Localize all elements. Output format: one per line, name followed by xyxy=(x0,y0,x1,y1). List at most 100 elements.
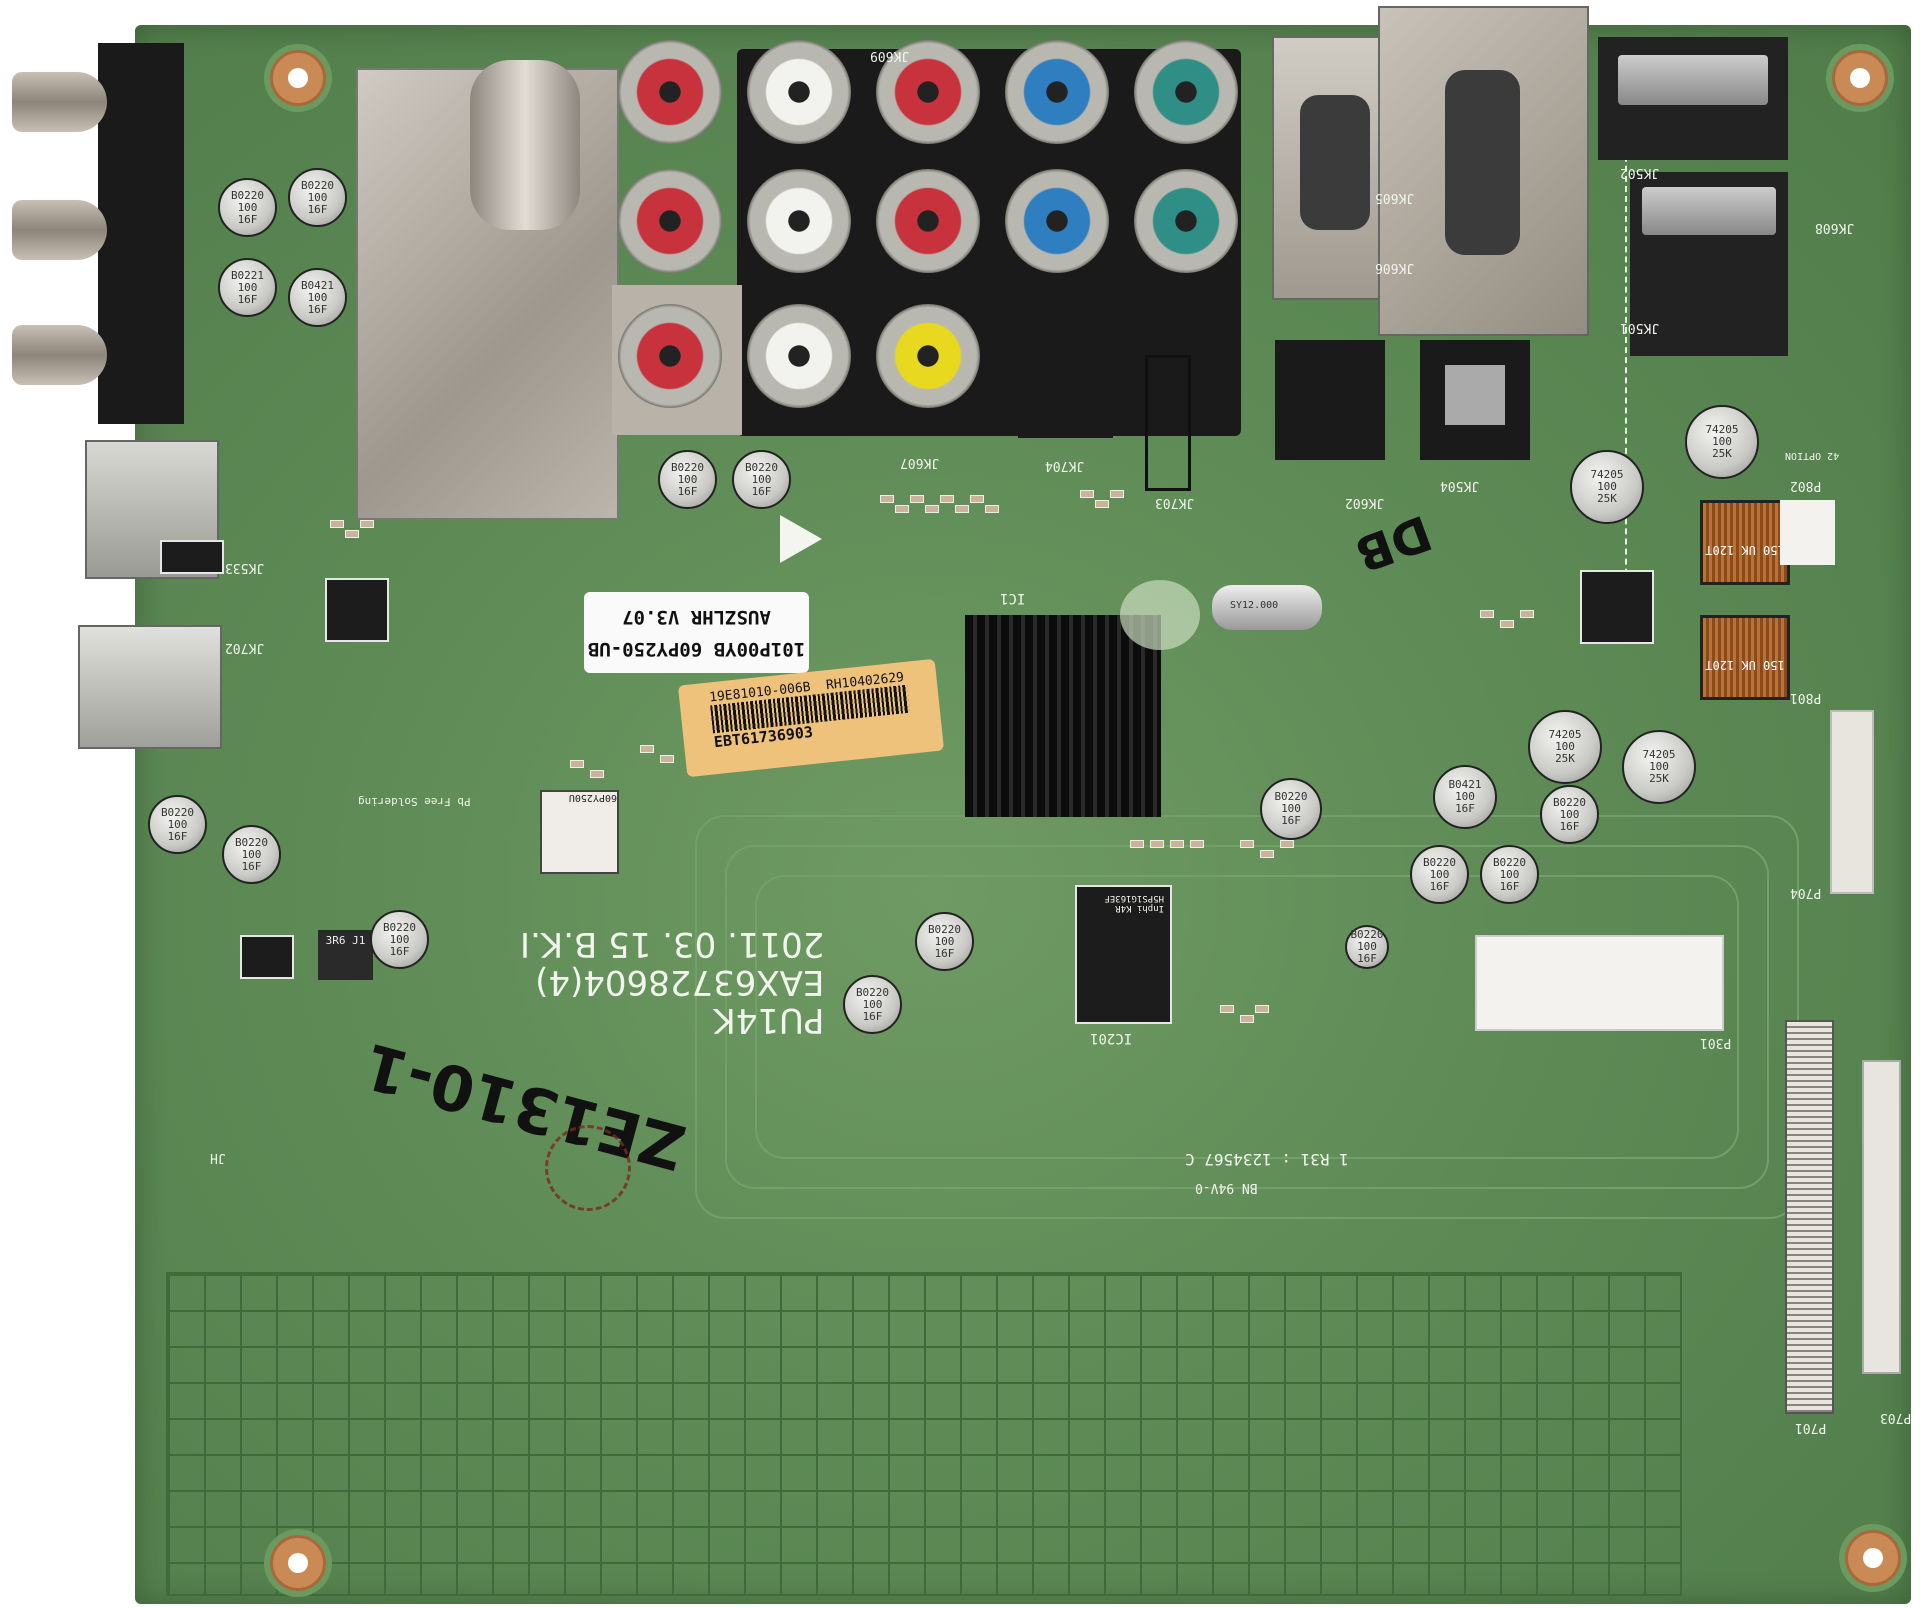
capacitor-marking: 25K xyxy=(1555,752,1575,765)
connector-p703[interactable] xyxy=(1862,1060,1901,1374)
capacitor-marking: 100 xyxy=(1455,790,1475,803)
pcb-ul-mark: BN 94V-0 xyxy=(1195,1180,1258,1195)
usb-port-2[interactable] xyxy=(78,625,222,749)
smd-component xyxy=(1080,490,1094,498)
smd-component xyxy=(880,495,894,503)
rca-jack[interactable] xyxy=(747,304,851,408)
capacitor-marking: 16F xyxy=(1559,819,1580,833)
capacitor-marking: 16F xyxy=(862,1009,883,1023)
mounting-hole xyxy=(1845,1530,1901,1586)
ic201-marking: Inphi K4R H5PS1G163EF xyxy=(1104,893,1164,913)
capacitor-marking: B0220 xyxy=(927,922,962,936)
arrow-marker xyxy=(780,515,822,563)
capacitor-marking: B0421 xyxy=(1448,778,1482,791)
heatsink xyxy=(965,615,1161,817)
ic-chip xyxy=(1580,570,1654,644)
rca-jack[interactable] xyxy=(1134,169,1238,273)
rca-jack[interactable] xyxy=(618,304,722,408)
jack-label: JK608 xyxy=(1815,220,1855,235)
capacitor-marking: 100 xyxy=(751,472,772,486)
connector-label: P802 xyxy=(1790,478,1822,493)
hdmi-port-1[interactable] xyxy=(1598,37,1788,160)
capacitor-marking: 100 xyxy=(237,200,258,214)
jack-label: JK703 xyxy=(1155,495,1195,510)
option-label: 42 OPTION xyxy=(1785,450,1840,461)
rca-jack[interactable] xyxy=(876,304,980,408)
rca-jack[interactable] xyxy=(1005,169,1109,273)
smd-component xyxy=(590,770,604,778)
ic1-label: IC1 xyxy=(1000,590,1026,606)
audio-jack-jk602[interactable] xyxy=(1275,340,1385,460)
optical-jack-jk504[interactable] xyxy=(1420,340,1530,460)
rca-jack[interactable] xyxy=(747,169,851,273)
audio-jack-jk704[interactable] xyxy=(1018,313,1113,438)
smd-component xyxy=(985,505,999,513)
trace-bundle xyxy=(755,875,1739,1159)
ground-grid xyxy=(166,1272,1682,1596)
pcb-code: 1 R31 : 1234567 C xyxy=(1185,1150,1349,1169)
smd-component xyxy=(1480,610,1494,618)
capacitor-marking: B0220 xyxy=(1274,790,1308,803)
smd-component xyxy=(1110,490,1124,498)
power-inductor: 3R6 J1 xyxy=(318,930,373,980)
capacitor-marking: B0220 xyxy=(234,835,269,849)
rca-jack[interactable] xyxy=(747,40,851,144)
smd-component xyxy=(1240,840,1254,848)
white-label-line1: 101P00YB 60PY250-UB xyxy=(587,638,806,660)
jack-label: JK501 xyxy=(1620,320,1660,335)
capacitor-marking: B0220 xyxy=(230,188,265,202)
mounting-hole xyxy=(1832,50,1888,106)
capacitor-marking: 16F xyxy=(1499,879,1520,893)
connector-p701[interactable] xyxy=(1785,1020,1834,1414)
connector-label: JH xyxy=(210,1150,226,1165)
rca-jack[interactable] xyxy=(1005,40,1109,144)
hdmi-port-2[interactable] xyxy=(1630,172,1788,356)
silk-line3: 2011. 03. 15 B.K.I xyxy=(520,924,825,964)
rca-jack[interactable] xyxy=(1134,40,1238,144)
jack-label: JK607 xyxy=(900,455,940,470)
rca-jack[interactable] xyxy=(876,40,980,144)
smd-component xyxy=(1095,500,1109,508)
capacitor-marking: B0220 xyxy=(300,178,335,192)
f-connector[interactable] xyxy=(470,60,580,230)
smd-component xyxy=(330,520,344,528)
rca-jack-left-1[interactable] xyxy=(12,72,107,132)
capacitor-marking: B0421 xyxy=(300,278,335,292)
rca-jack[interactable] xyxy=(876,169,980,273)
capacitor-marking: B0220 xyxy=(855,985,890,999)
connector-p802[interactable] xyxy=(1780,500,1835,565)
capacitor-marking: 100 xyxy=(1357,940,1377,953)
rca-jack[interactable] xyxy=(618,40,722,144)
capacitor-marking: 16F xyxy=(237,212,258,226)
capacitor-marking: B0220 xyxy=(1492,855,1527,869)
db9-socket xyxy=(1445,70,1520,255)
rca-jack-left-3[interactable] xyxy=(12,325,107,385)
jack-label: JK502 xyxy=(1620,165,1660,180)
jack-label: JK605 xyxy=(1375,190,1415,205)
rca-jack-left-2[interactable] xyxy=(12,200,107,260)
capacitor-marking: 74205 xyxy=(1590,468,1624,481)
rca-jack[interactable] xyxy=(618,169,722,273)
eeprom-chip: 60PY250U xyxy=(540,790,619,874)
smd-component xyxy=(1220,1005,1234,1013)
jack-label: JK504 xyxy=(1440,478,1480,493)
connector-p704[interactable] xyxy=(1830,710,1874,894)
left-jack-housing xyxy=(98,43,184,424)
smd-component xyxy=(1500,620,1514,628)
smd-component xyxy=(1240,1015,1254,1023)
capacitor-marking: 100 xyxy=(307,190,328,204)
capacitor-marking: 100 xyxy=(237,280,258,294)
connector-p301[interactable] xyxy=(1475,935,1724,1031)
smd-component xyxy=(1280,840,1294,848)
